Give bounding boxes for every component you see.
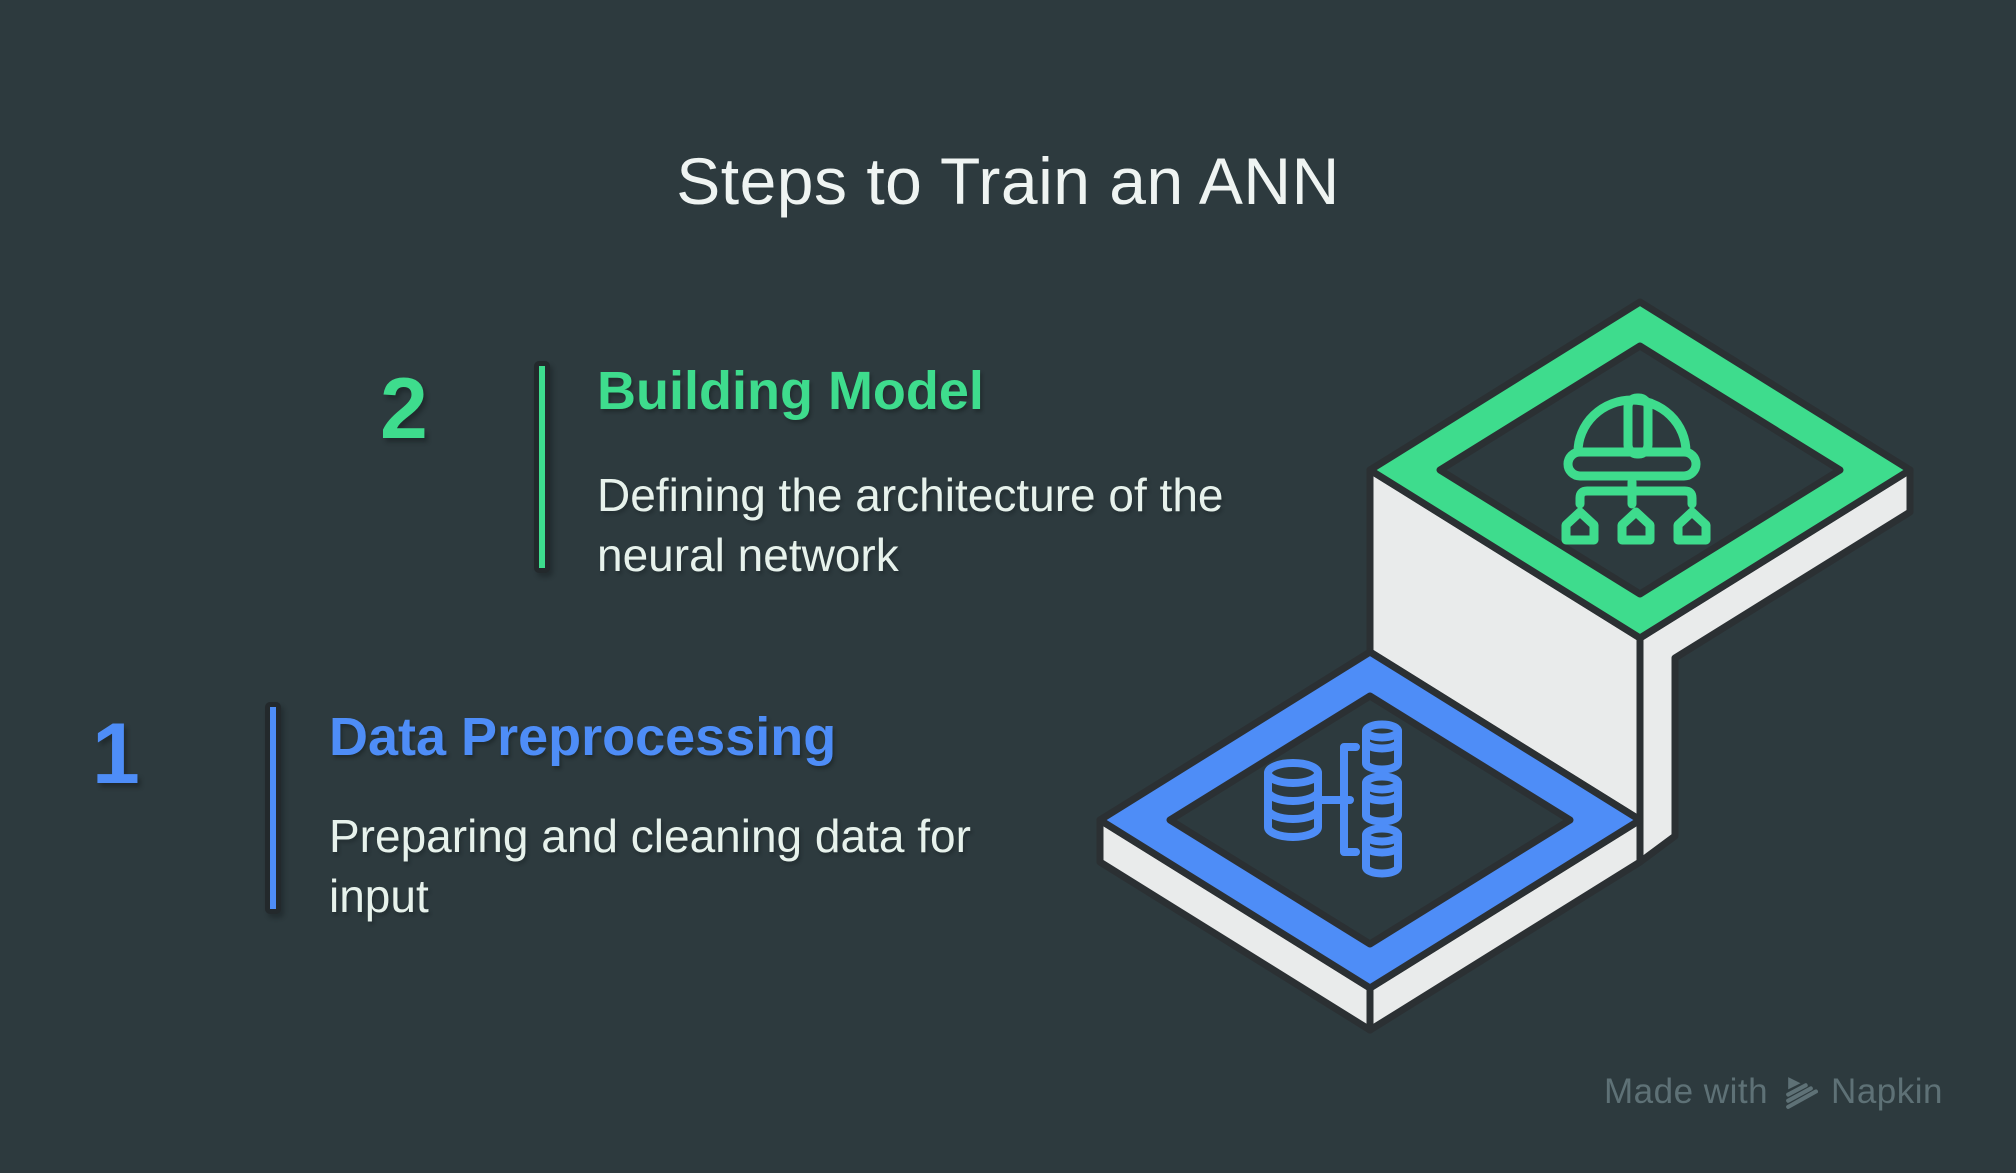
step-1-title: Data Preprocessing: [329, 707, 837, 767]
napkin-logo-icon: [1786, 1076, 1819, 1109]
green-platform-top: [1436, 342, 1844, 598]
database-branch-icon: [1264, 720, 1402, 878]
isometric-staircase-illustration: [1096, 298, 1914, 1034]
page-title: Steps to Train an ANN: [676, 144, 1340, 218]
step-2-number: 2: [380, 361, 428, 457]
white-step-structure: [1096, 466, 1914, 1034]
step-1-number: 1: [92, 706, 140, 802]
step-2-title: Building Model: [597, 361, 984, 421]
made-with-label: Made with: [1604, 1072, 1769, 1111]
step-2-accent-bar: [534, 361, 550, 573]
step-2-description: Defining the architecture of the neural …: [597, 469, 1224, 581]
made-with-napkin: Made with Napkin: [1604, 1072, 1943, 1112]
platform-step-2-green: [1366, 298, 1914, 642]
step-1-accent-bar: [265, 702, 281, 914]
hard-hat-hierarchy-icon: [1561, 393, 1711, 545]
napkin-brand-label: Napkin: [1831, 1072, 1943, 1111]
platform-step-1-blue: [1096, 648, 1644, 992]
step-1-description: Preparing and cleaning data for input: [329, 810, 971, 922]
